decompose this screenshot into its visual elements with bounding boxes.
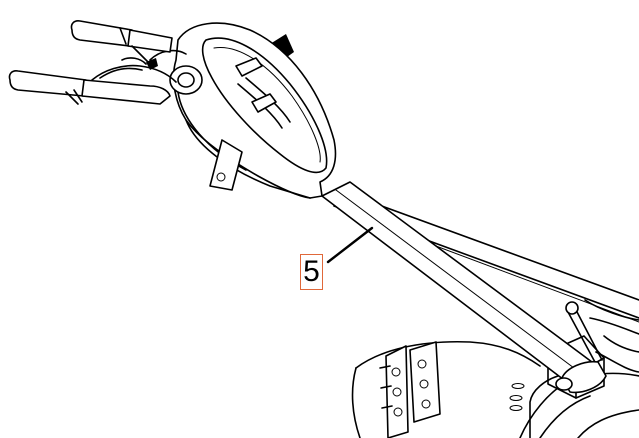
control-head — [149, 22, 337, 199]
callout-number: 5 — [303, 255, 320, 288]
callout-label-box: 5 — [300, 254, 323, 290]
handle-shaft — [321, 181, 607, 394]
callout-leader-line — [326, 226, 374, 264]
handle-grips — [8, 20, 177, 105]
machine-body — [333, 189, 639, 438]
